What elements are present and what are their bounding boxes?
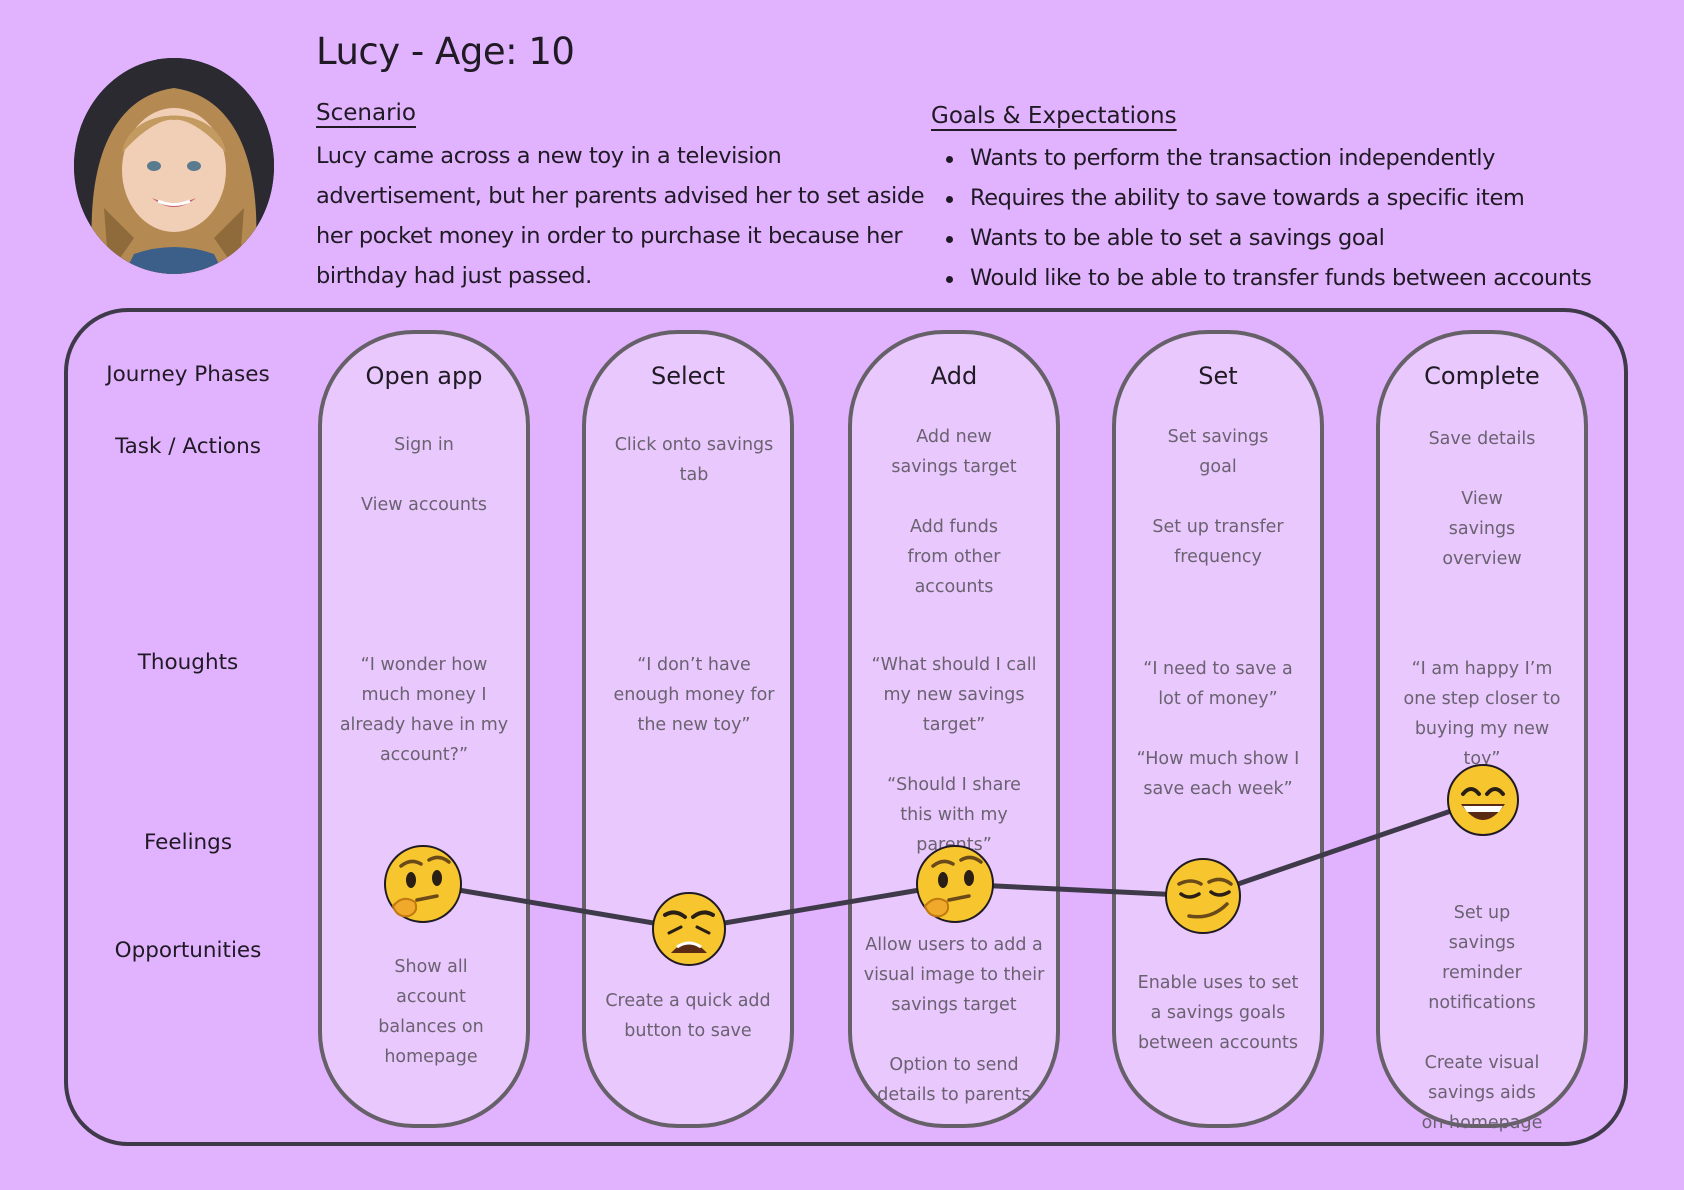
phase-tasks: Click onto savings tab <box>588 430 800 490</box>
scenario-heading: Scenario <box>316 100 416 126</box>
scenario-text: Lucy came across a new toy in a televisi… <box>316 143 925 289</box>
opportunity-item: Allow users to add a visual image to the… <box>863 935 1045 1015</box>
opportunity-item: Set up savings reminder notifications <box>1428 903 1536 1013</box>
opportunity-item: Create visual savings aids on homepage <box>1421 1053 1543 1133</box>
phase-thoughts: “What should I call my new savings targe… <box>848 650 1060 860</box>
phase-tasks: Set savings goal Set up transfer frequen… <box>1112 422 1324 572</box>
phase-opportunities: Enable uses to set a savings goals betwe… <box>1112 968 1324 1058</box>
task-item: View accounts <box>361 495 487 515</box>
task-item: Add new savings target <box>891 427 1017 477</box>
goals-list: Wants to perform the transaction indepen… <box>946 138 1592 298</box>
task-item: Set up transfer frequency <box>1152 517 1284 567</box>
task-item: Set savings goal <box>1167 427 1269 477</box>
phase-title: Complete <box>1424 362 1540 390</box>
thought-item: “I am happy I’m one step closer to buyin… <box>1403 659 1561 769</box>
thought-item: “How much show I save each week” <box>1136 749 1300 799</box>
goal-item: Wants to perform the transaction indepen… <box>946 138 1591 178</box>
phase-title: Add <box>930 362 978 390</box>
grinning-face-icon <box>1447 764 1519 836</box>
phase-column-add <box>848 330 1060 1128</box>
row-label-journey-phases: Journey Phases <box>106 362 270 387</box>
persona-photo <box>74 58 274 274</box>
task-item: View savings overview <box>1442 489 1522 569</box>
thought-item: “I don’t have enough money for the new t… <box>613 655 775 735</box>
row-label-opportunities: Opportunities <box>114 938 262 963</box>
phase-column-set <box>1112 330 1324 1128</box>
row-label-feelings: Feelings <box>143 830 233 855</box>
thought-item: “What should I call my new savings targe… <box>871 655 1037 735</box>
persona-title: Lucy - Age: 10 <box>316 30 575 73</box>
phase-title: Set <box>1198 362 1238 390</box>
phase-opportunities: Show all account balances on homepage <box>325 952 537 1072</box>
opportunity-item: Show all account balances on homepage <box>378 957 484 1067</box>
thinking-face-icon <box>384 845 462 923</box>
phase-title: Open app <box>365 362 483 390</box>
phase-opportunities: Create a quick add button to save <box>582 986 794 1046</box>
phase-thoughts: “I wonder how much money I already have … <box>318 650 530 770</box>
opportunity-item: Enable uses to set a savings goals betwe… <box>1137 973 1299 1053</box>
phase-column-complete <box>1376 330 1588 1128</box>
phase-tasks: Sign in View accounts <box>318 430 530 520</box>
phase-tasks: Add new savings target Add funds from ot… <box>848 422 1060 602</box>
goals-heading: Goals & Expectations <box>931 103 1177 129</box>
goal-item: Wants to be able to set a savings goal <box>946 218 1591 258</box>
thinking-face-icon <box>916 845 994 923</box>
phase-thoughts: “I am happy I’m one step closer to buyin… <box>1376 654 1588 774</box>
goal-item: Requires the ability to save towards a s… <box>946 178 1591 218</box>
thought-item: “I wonder how much money I already have … <box>339 655 509 765</box>
phase-thoughts: “I need to save a lot of money” “How muc… <box>1112 654 1324 804</box>
opportunity-item: Option to send details to parents <box>877 1055 1031 1105</box>
thought-item: “I need to save a lot of money” <box>1143 659 1293 709</box>
goal-item: Would like to be able to transfer funds … <box>946 258 1592 298</box>
smirking-face-icon <box>1165 858 1241 934</box>
phase-thoughts: “I don’t have enough money for the new t… <box>588 650 800 740</box>
phase-opportunities: Set up savings reminder notifications Cr… <box>1376 898 1588 1138</box>
phase-opportunities: Allow users to add a visual image to the… <box>848 930 1060 1110</box>
task-item: Add funds from other accounts <box>907 517 1001 597</box>
task-item: Click onto savings tab <box>614 435 774 485</box>
phase-title: Select <box>650 362 726 390</box>
row-label-task-actions: Task / Actions <box>115 434 261 459</box>
task-item: Save details <box>1428 429 1536 449</box>
phase-column-open-app <box>318 330 530 1128</box>
phase-column-select <box>582 330 794 1128</box>
phase-tasks: Save details View savings overview <box>1376 424 1588 574</box>
journey-board <box>64 308 1628 1146</box>
row-label-thoughts: Thoughts <box>137 650 239 675</box>
task-item: Sign in <box>394 435 454 455</box>
thought-item: “Should I share this with my parents” <box>887 775 1021 855</box>
persona-photo-illustration <box>74 58 274 274</box>
weary-face-icon <box>652 892 726 966</box>
opportunity-item: Create a quick add button to save <box>605 991 771 1041</box>
